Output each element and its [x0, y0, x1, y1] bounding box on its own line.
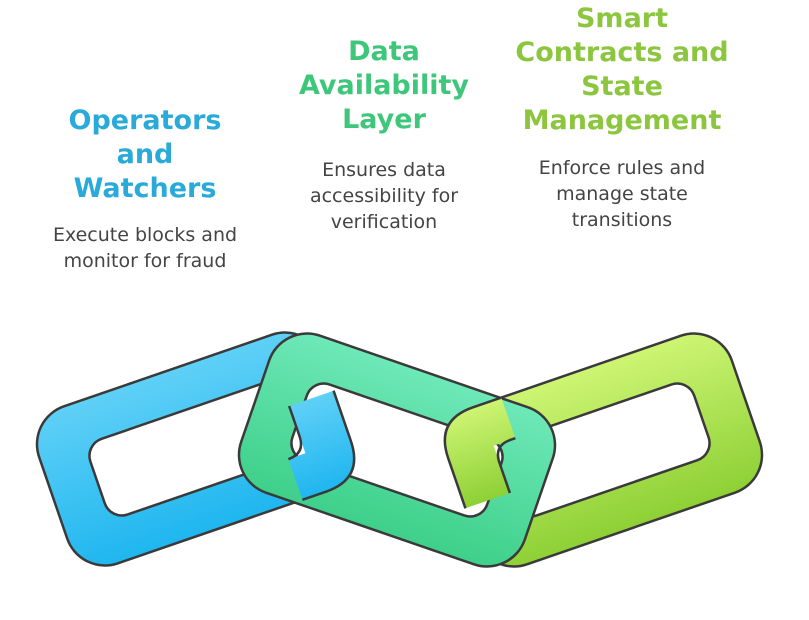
column-smart-contracts: Smart Contracts and State Management Enf… — [512, 2, 732, 233]
chain-interlock-lime — [443, 396, 516, 509]
title-data-availability-layer: Data Availability Layer — [298, 36, 470, 135]
description-operators-watchers: Execute blocks and monitor for fraud — [52, 224, 238, 272]
chain-link-green — [237, 332, 557, 568]
title-smart-contracts: Smart Contracts and State Management — [515, 3, 729, 136]
description-smart-contracts: Enforce rules and manage state transitio… — [538, 157, 706, 231]
description-data-availability-layer: Ensures data accessibility for verificat… — [309, 159, 459, 233]
chain-interlock-blue — [287, 390, 356, 501]
column-operators-watchers: Operators and Watchers Execute blocks an… — [40, 104, 250, 274]
title-operators-watchers: Operators and Watchers — [68, 105, 222, 204]
column-data-availability-layer: Data Availability Layer Ensures data acc… — [284, 35, 484, 235]
